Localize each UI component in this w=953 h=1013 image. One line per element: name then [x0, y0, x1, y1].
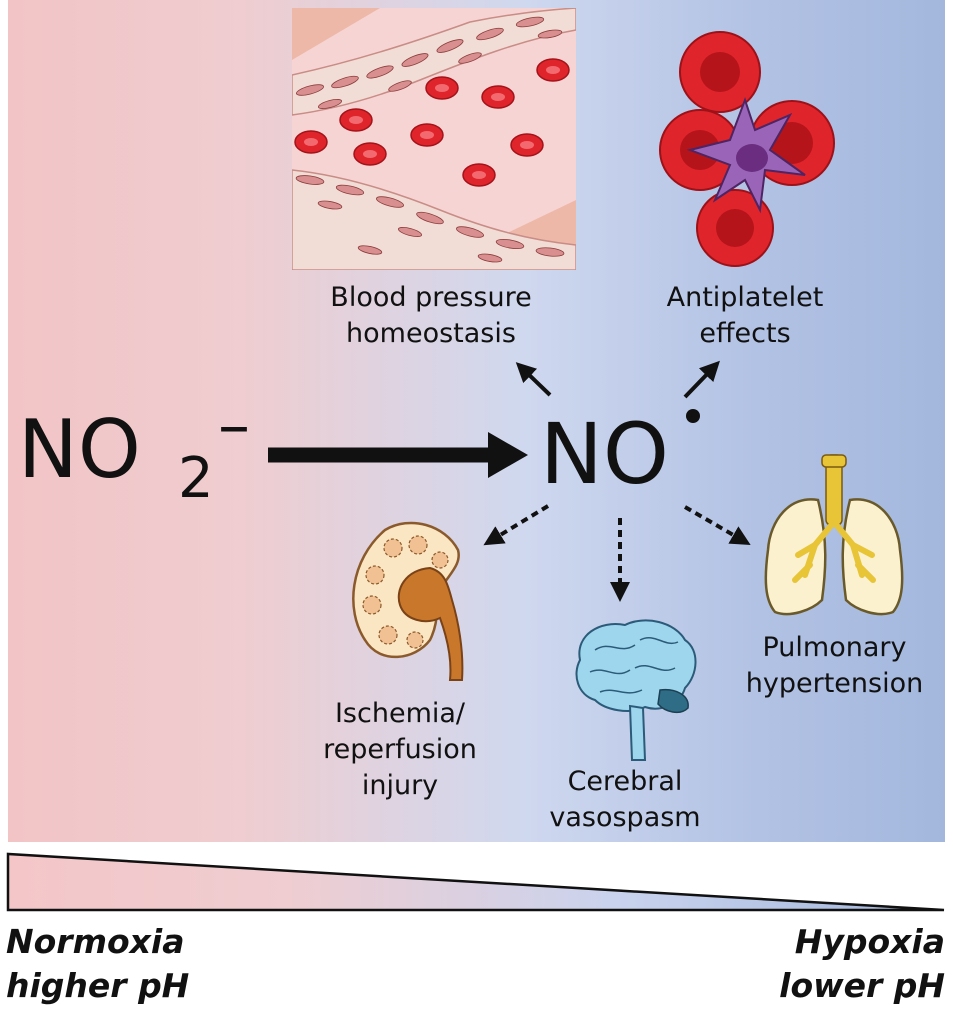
lungs-icon [764, 454, 904, 616]
label-line: Hypoxia [794, 922, 945, 961]
label-pulmonary: Pulmonary hypertension [722, 630, 947, 702]
oxygen-ph-scale-wedge [6, 852, 945, 912]
label-line: reperfusion [323, 734, 477, 765]
label-line: Pulmonary [762, 632, 907, 663]
label-antiplatelet: Antiplatelet effects [630, 280, 860, 352]
label-line: Normoxia [6, 922, 185, 961]
label-blood-pressure: Blood pressure homeostasis [286, 280, 576, 352]
nitrite-charge: – [218, 389, 250, 463]
nitrite-main: NO [18, 403, 141, 496]
nitric-oxide-formula: NO [540, 404, 690, 504]
blood-vessel-icon [292, 8, 576, 270]
label-line: lower pH [779, 966, 945, 1005]
nitrite-formula: NO 2 – [18, 389, 278, 511]
kidney-icon [352, 521, 464, 681]
nitric-oxide-main: NO [540, 405, 669, 503]
label-line: higher pH [6, 966, 190, 1005]
hypoxia-label: Hypoxia lower pH [640, 920, 945, 1008]
label-line: Antiplatelet [666, 282, 824, 313]
brain-icon [575, 619, 697, 761]
platelet-icon [659, 31, 835, 267]
radical-dot [686, 409, 700, 423]
label-line: homeostasis [346, 318, 516, 349]
label-line: vasospasm [549, 802, 701, 833]
label-ischemia: Ischemia/ reperfusion injury [300, 696, 500, 804]
label-line: Blood pressure [330, 282, 532, 313]
nitrite-subscript: 2 [178, 446, 214, 511]
label-line: Ischemia/ [334, 698, 466, 729]
label-line: effects [699, 318, 791, 349]
label-line: injury [361, 770, 439, 801]
label-cerebral: Cerebral vasospasm [530, 764, 720, 836]
normoxia-label: Normoxia higher pH [6, 920, 306, 1008]
label-line: Cerebral [567, 766, 683, 797]
label-line: hypertension [745, 668, 924, 699]
